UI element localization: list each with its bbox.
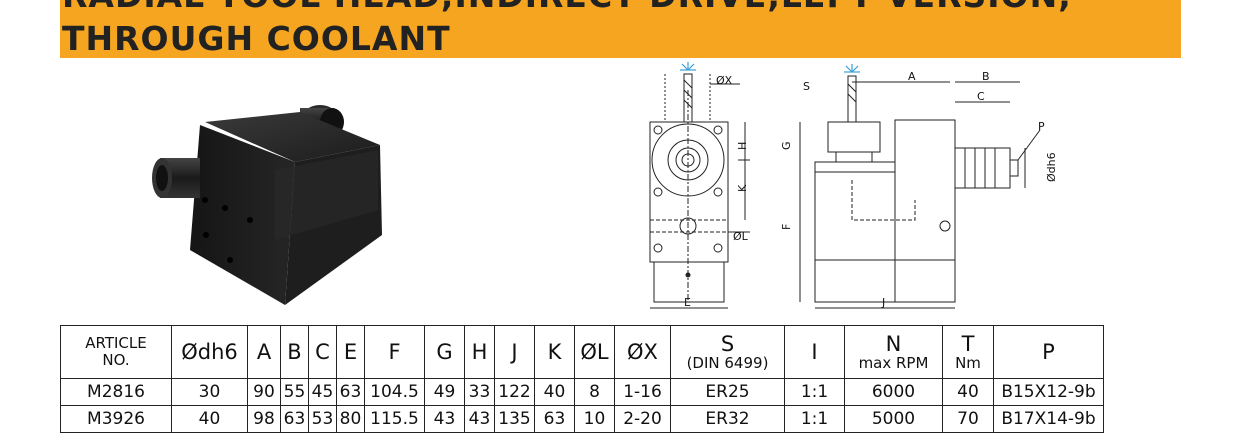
header-main: T [961,331,975,356]
side-view [799,64,1041,309]
cell-article: M3926 [60,405,172,433]
cell-article: M2816 [60,378,172,406]
cell-odh6: 40 [171,405,248,433]
cell-p: B17X14-9b [993,405,1104,433]
header-main: N [885,331,902,356]
cell-b: 63 [280,405,309,433]
col-header-f: F [364,325,425,379]
cell-j: 135 [494,405,535,433]
cell-a: 90 [247,378,281,406]
cell-k: 63 [534,405,575,433]
col-header-a: A [247,325,281,379]
cell-i: 1:1 [784,378,845,406]
label-g: G [780,141,793,150]
spec-table: ARTICLE NO. Ødh6 A B C E F G H J K ØL ØX… [60,325,1104,433]
label-f: F [780,224,793,230]
label-odh6: Ødh6 [1045,152,1058,182]
label-h: H [736,142,749,150]
cell-c: 53 [308,405,337,433]
cell-ox: 2-20 [614,405,671,433]
cell-ol: 10 [574,405,615,433]
col-header-ox: ØX [614,325,671,379]
label-k: K [736,184,749,192]
table-row: M3926 40 98 63 53 80 115.5 43 43 135 63 … [60,405,1104,433]
col-header-j: J [494,325,535,379]
col-header-e: E [336,325,365,379]
title-line-2: THROUGH COOLANT [62,19,451,58]
cell-a: 98 [247,405,281,433]
col-header-p: P [993,325,1104,379]
cell-j: 122 [494,378,535,406]
title-banner: RADIAL TOOL HEAD,INDIRECT DRIVE,LEFT VER… [60,0,1181,58]
table-row: M2816 30 90 55 45 63 104.5 49 33 122 40 … [60,378,1104,406]
cell-s: ER25 [670,378,785,406]
cell-i: 1:1 [784,405,845,433]
cell-ox: 1-16 [614,378,671,406]
col-header-g: G [424,325,465,379]
col-header-article: ARTICLE NO. [60,325,172,379]
col-header-t: T Nm [942,325,994,379]
cell-ol: 8 [574,378,615,406]
col-header-k: K [534,325,575,379]
col-header-i: I [784,325,845,379]
cell-t: 40 [942,378,994,406]
cell-f: 115.5 [364,405,425,433]
col-header-odh6: Ødh6 [171,325,248,379]
cell-n: 6000 [844,378,943,406]
cell-t: 70 [942,405,994,433]
front-view [649,62,750,309]
cell-e: 80 [336,405,365,433]
label-e: E [684,296,691,309]
cell-h: 43 [464,405,495,433]
label-a: A [908,70,916,83]
label-ol: ØL [733,230,749,243]
label-ox: ØX [716,74,733,87]
header-sub: max RPM [858,353,929,372]
cell-n: 5000 [844,405,943,433]
cell-e: 63 [336,378,365,406]
label-c: C [977,90,985,103]
cell-p: B15X12-9b [993,378,1104,406]
col-header-ol: ØL [574,325,615,379]
header-main: S [720,331,735,356]
cell-g: 43 [424,405,465,433]
cell-k: 40 [534,378,575,406]
header-sub: (DIN 6499) [686,353,769,372]
title-line-1: RADIAL TOOL HEAD,INDIRECT DRIVE,LEFT VER… [62,0,1072,15]
cell-h: 33 [464,378,495,406]
header-sub: NO. [102,351,130,369]
cell-odh6: 30 [171,378,248,406]
col-header-s: S (DIN 6499) [670,325,785,379]
cell-b: 55 [280,378,309,406]
cell-g: 49 [424,378,465,406]
label-b: B [982,70,990,83]
col-header-h: H [464,325,495,379]
table-header-row: ARTICLE NO. Ødh6 A B C E F G H J K ØL ØX… [60,325,1104,379]
col-header-b: B [280,325,309,379]
col-header-n: N max RPM [844,325,943,379]
label-s: S [803,80,810,93]
cell-s: ER32 [670,405,785,433]
cell-f: 104.5 [364,378,425,406]
header-sub: Nm [955,353,981,372]
cell-c: 45 [308,378,337,406]
label-p: P [1038,120,1045,133]
header-main: ARTICLE [85,334,147,352]
technical-drawing: ØX ØL E H K S A B C P G F J Ød [649,62,1058,309]
col-header-c: C [308,325,337,379]
product-photo [152,105,382,305]
label-j: J [881,296,885,309]
